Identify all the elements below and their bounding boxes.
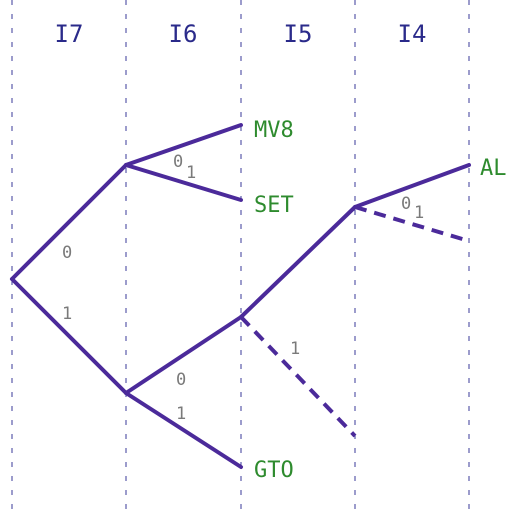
dashed-branches [239, 205, 470, 438]
column-headers: I7 I6 I5 I4 [55, 20, 427, 48]
edge-label-1: 1 [414, 203, 424, 223]
leaf-label-al: AL [480, 156, 507, 181]
column-header-i6: I6 [169, 20, 198, 48]
branch-root-upper [10, 163, 128, 281]
tree-branches [10, 123, 471, 469]
branch-root-lower [10, 277, 128, 395]
edge-label-0: 0 [176, 370, 186, 390]
leaf-label-mv8: MV8 [254, 118, 294, 143]
dashed-branch-i4-one [354, 205, 470, 243]
edge-labels: 0 1 0 1 0 1 1 0 1 [62, 152, 424, 424]
edge-label-1: 1 [176, 404, 186, 424]
edge-label-0: 0 [62, 243, 72, 263]
branch-to-al [353, 163, 471, 209]
dashed-branch-i5-one [239, 315, 357, 438]
branch-to-i5-node [124, 315, 243, 395]
branch-to-i4-node [239, 205, 357, 319]
edge-label-0: 0 [173, 152, 183, 172]
edge-label-1: 1 [186, 163, 196, 183]
column-guides [11, 0, 470, 512]
edge-label-1: 1 [62, 304, 72, 324]
leaf-label-gto: GTO [254, 458, 294, 483]
leaf-labels: MV8 SET AL GTO [254, 118, 507, 483]
edge-label-0: 0 [401, 194, 411, 214]
branch-to-gto [124, 391, 243, 469]
column-header-i4: I4 [398, 20, 427, 48]
branch-to-mv8 [124, 123, 243, 167]
branch-to-set [124, 163, 243, 202]
column-header-i5: I5 [284, 20, 313, 48]
leaf-label-set: SET [254, 193, 294, 218]
edge-label-1: 1 [290, 339, 300, 359]
column-header-i7: I7 [55, 20, 84, 48]
